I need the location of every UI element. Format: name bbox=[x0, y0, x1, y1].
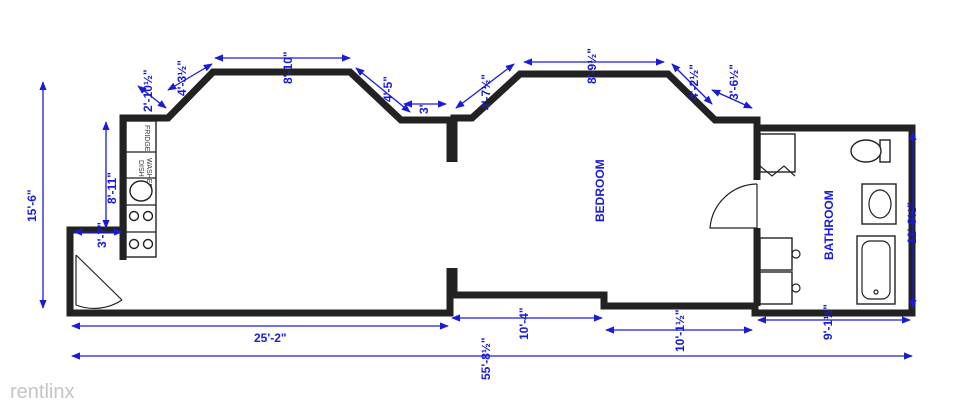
burner bbox=[142, 210, 154, 222]
kitchen-sink bbox=[129, 180, 153, 202]
washer bbox=[759, 237, 793, 271]
closets bbox=[759, 133, 801, 305]
dimension-labels: 15'-6" 8'-11" 3'-7" 25'-2" 10'-4" 10'-1½… bbox=[25, 48, 919, 380]
burner bbox=[142, 238, 154, 250]
dim-bottom-left-run: 25'-2" bbox=[254, 331, 287, 345]
dim-top-bay1-angle-left: 2'-10½" bbox=[141, 69, 155, 112]
doors bbox=[75, 183, 758, 309]
toilet-bowl bbox=[850, 139, 882, 163]
dim-top-bay2-return: 3'-6½" bbox=[727, 64, 741, 100]
fridge-label: FRIDGE bbox=[143, 125, 150, 152]
room-label-bedroom: BEDROOM bbox=[593, 159, 607, 222]
dim-bottom-bath-run: 9'-1½" bbox=[821, 304, 835, 340]
dim-top-notch: 3' bbox=[417, 104, 431, 114]
bathroom-fixtures bbox=[850, 139, 897, 305]
dim-top-bay1-return: 4'-3½" bbox=[175, 60, 189, 96]
bathroom-sink bbox=[861, 183, 897, 225]
kitchen: FRIDGE DISH WASHER bbox=[125, 120, 157, 258]
dim-top-bay2-angle-right: 4'-2½" bbox=[687, 64, 701, 100]
closet bbox=[759, 133, 796, 173]
bathtub bbox=[856, 235, 896, 305]
dim-entry-offset: 3'-7" bbox=[95, 222, 109, 248]
burner bbox=[128, 210, 140, 222]
dim-top-bay1-angle-right: 4'-5" bbox=[381, 76, 395, 102]
burner bbox=[128, 238, 140, 250]
dim-right-height: 11'-9½" bbox=[905, 202, 919, 244]
dim-bottom-bedroom-run: 10'-1½" bbox=[673, 309, 687, 352]
dim-bottom-middle-run: 10'-4" bbox=[517, 307, 531, 340]
dim-overall-height-left: 15'-6" bbox=[25, 189, 39, 222]
dim-top-bay2-angle-left: 4'-7½" bbox=[479, 74, 493, 110]
watermark-logo: rentlinx bbox=[10, 381, 74, 403]
dishwasher-label-2: WASHER bbox=[145, 158, 152, 188]
dishwasher-label-1: DISH bbox=[137, 160, 144, 177]
dimension-lines bbox=[39, 54, 917, 360]
dim-top-bay1-center: 8'-10" bbox=[281, 51, 295, 84]
room-label-bathroom: BATHROOM bbox=[822, 190, 836, 260]
entry-door-swing bbox=[75, 255, 123, 309]
bathroom-door-swing bbox=[709, 183, 758, 229]
dryer bbox=[759, 271, 793, 305]
dim-overall-length: 55'-8½" bbox=[479, 337, 493, 380]
dim-top-bay2-center: 8'-9½" bbox=[585, 48, 599, 84]
dim-kitchen-wall: 8'-11" bbox=[105, 172, 119, 204]
